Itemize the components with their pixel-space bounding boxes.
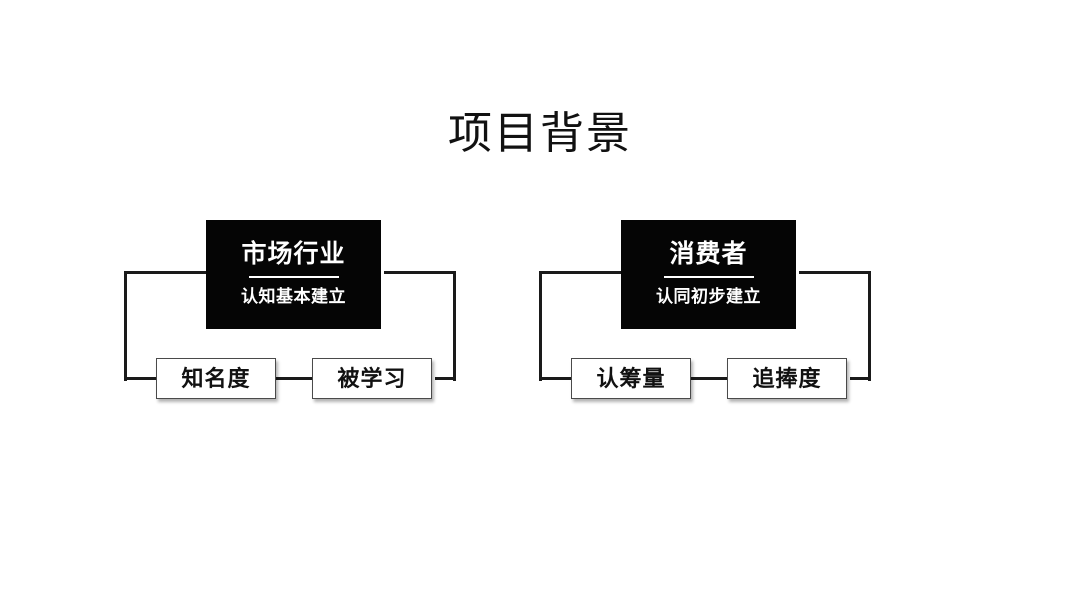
header-card-subtitle: 认同初步建立	[656, 287, 761, 306]
chip-label: 追捧度	[752, 365, 822, 391]
connector-top-right-rail	[384, 271, 456, 274]
header-card-divider	[248, 276, 339, 278]
chip-popularity: 追捧度	[727, 358, 847, 399]
connector-left-vertical	[124, 271, 127, 381]
header-card-subtitle: 认知基本建立	[241, 287, 346, 306]
header-card-market-industry: 市场行业 认知基本建立	[206, 220, 381, 329]
connector-right-vertical	[453, 271, 456, 381]
connector-bottom-middle-rail	[274, 377, 322, 380]
header-card-consumer: 消费者 认同初步建立	[621, 220, 796, 329]
chip-subscription-volume: 认筹量	[571, 358, 691, 399]
header-card-divider	[663, 276, 754, 278]
chip-label: 认筹量	[596, 365, 666, 391]
connector-right-vertical	[868, 271, 871, 381]
connector-top-left-rail	[124, 271, 210, 274]
header-card-title: 消费者	[669, 240, 748, 268]
header-card-title: 市场行业	[241, 240, 346, 268]
connector-top-right-rail	[799, 271, 871, 274]
connector-bottom-left-rail	[124, 377, 160, 380]
chip-being-studied: 被学习	[312, 358, 432, 399]
group-consumer: 消费者 认同初步建立 认筹量 追捧度	[525, 0, 885, 608]
connector-bottom-right-rail	[850, 377, 871, 380]
chip-awareness: 知名度	[156, 358, 276, 399]
connector-bottom-right-rail	[435, 377, 456, 380]
group-market-industry: 市场行业 认知基本建立 知名度 被学习	[110, 0, 470, 608]
connector-bottom-left-rail	[539, 377, 575, 380]
page-title: 项目背景	[448, 109, 632, 158]
connector-left-vertical	[539, 271, 542, 381]
connector-bottom-middle-rail	[689, 377, 737, 380]
chip-label: 被学习	[337, 365, 407, 391]
chip-label: 知名度	[181, 365, 251, 391]
connector-top-left-rail	[539, 271, 625, 274]
